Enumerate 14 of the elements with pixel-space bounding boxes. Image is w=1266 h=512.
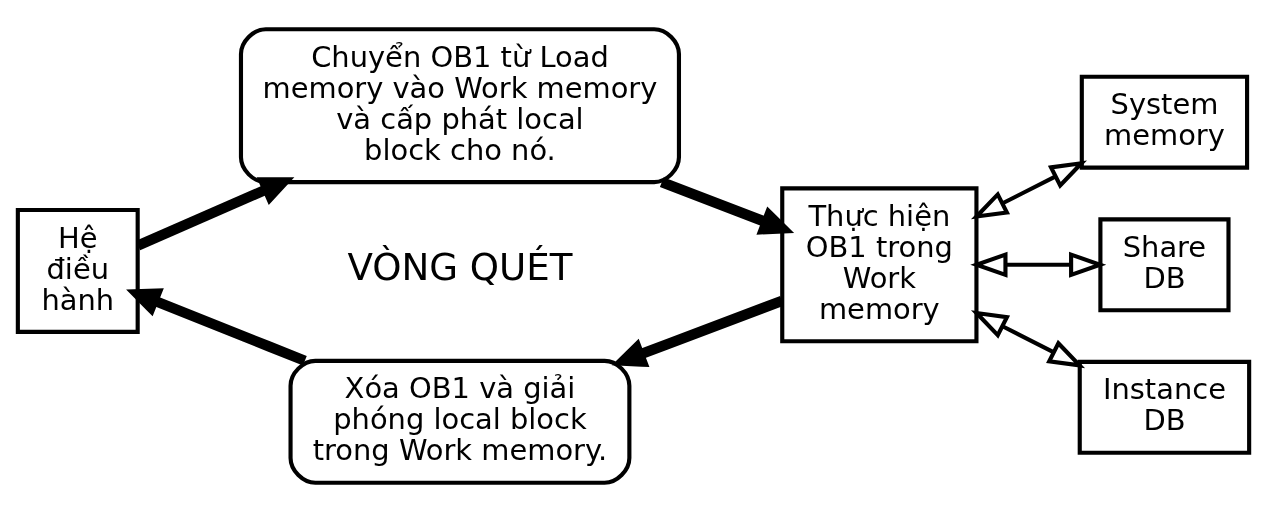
node-box: System memory <box>1079 74 1249 170</box>
arrow <box>970 160 1087 220</box>
arrow <box>611 296 784 368</box>
arrow <box>969 251 1106 278</box>
node-box: Share DB <box>1097 217 1231 313</box>
arrow <box>970 310 1085 369</box>
node-box: Hệ điều hành <box>15 207 140 334</box>
node-box: Xóa OB1 và giải phóng local block trong Work memory. <box>288 358 631 485</box>
arrow <box>659 177 794 235</box>
node-box: Thực hiện OB1 trong Work memory <box>779 186 978 344</box>
label: VÒNG QUÉT <box>346 245 573 290</box>
arrow <box>125 288 307 366</box>
node-box: Chuyển OB1 từ Load memory vào Work memory và cấp phát local block cho nó. <box>238 27 681 185</box>
node-box: Instance DB <box>1077 359 1251 455</box>
